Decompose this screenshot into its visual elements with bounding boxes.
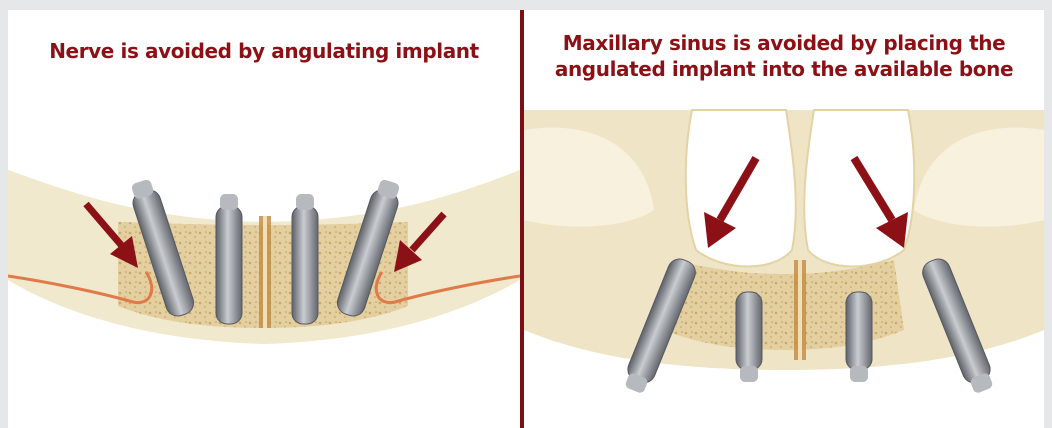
illustration-frame: Nerve is avoided by angulating implant bbox=[8, 10, 1044, 428]
panel-sinus-avoidance: Maxillary sinus is avoided by placing th… bbox=[524, 10, 1044, 428]
implant-straight-left bbox=[216, 194, 242, 324]
implant-straight-right bbox=[292, 194, 318, 324]
mandible-illustration bbox=[8, 10, 520, 428]
panel-nerve-avoidance: Nerve is avoided by angulating implant bbox=[8, 10, 520, 428]
maxilla-illustration bbox=[524, 10, 1044, 428]
implant-straight-right bbox=[846, 292, 872, 382]
